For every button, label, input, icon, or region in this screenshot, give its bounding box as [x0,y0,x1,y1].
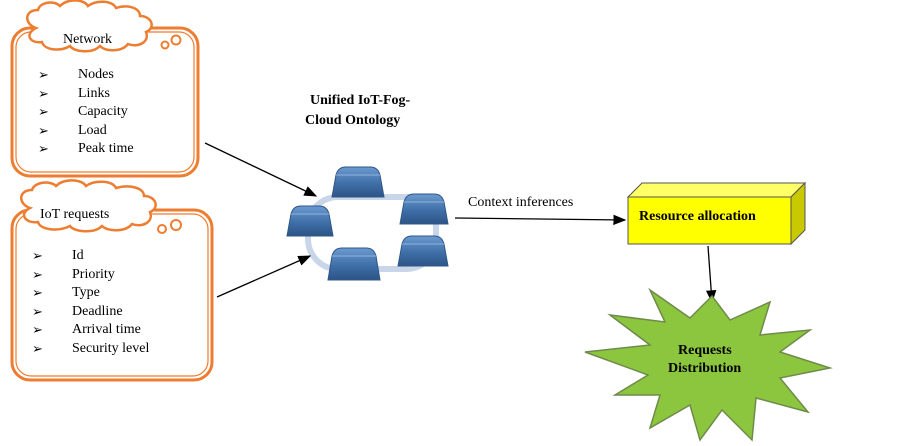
network-list-item: ➢ Load [38,122,134,141]
network-list-item: ➢ Capacity [38,103,134,122]
arrow-bullet-icon: ➢ [38,67,49,82]
iot-item-label: Deadline [72,303,123,319]
ontology-title-line2: Cloud Ontology [305,113,401,128]
iot-list-item: ➢ Security level [32,340,149,359]
network-item-label: Peak time [78,141,134,156]
network-item-label: Capacity [78,104,128,119]
distribution-line1: Requests [678,343,732,358]
iot-list-item: ➢ Id [32,247,149,266]
network-item-label: Load [78,122,107,138]
iot-to-ontology-arrow [216,255,312,298]
arrow-bullet-icon: ➢ [32,248,43,263]
arrow-bullet-icon: ➢ [32,303,43,319]
iot-item-label: Id [72,248,84,263]
resource-allocation-cube [626,181,807,246]
arrow-bullet-icon: ➢ [32,340,43,356]
network-list-item: ➢ Peak time [38,140,134,159]
network-item-label: Nodes [78,67,114,82]
iot-list-item: ➢ Priority [32,266,149,285]
ontology-node [327,247,381,281]
iot-items-list: ➢Id➢Priority➢Type➢Deadline➢Arrival time➢… [32,247,149,358]
iot-list-item: ➢ Arrival time [32,321,149,340]
iot-item-label: Priority [72,266,115,282]
ontology-network-graphic [286,166,449,281]
network-items-list: ➢ Nodes ➢ Links ➢ Capacity ➢ Load ➢ Peak time [38,66,134,159]
arrow-bullet-icon: ➢ [38,141,49,156]
requests-distribution-star [584,287,833,442]
ontology-node [331,166,385,198]
network-title: Network [63,32,112,47]
ontology-node [286,205,334,237]
ontology-to-resource-arrow [454,214,627,226]
arrow-bullet-icon: ➢ [38,85,49,101]
resource-to-distribution-arrow [705,245,717,304]
distribution-line2: Distribution [668,361,742,376]
context-inferences-label: Context inferences [468,195,574,210]
ontology-node [397,235,449,267]
network-item-label: Links [78,85,110,101]
network-to-ontology-arrow [204,142,318,197]
iot-item-label: Type [72,285,100,300]
resource-allocation-label: Resource allocation [639,209,756,224]
iot-list-item: ➢ Deadline [32,303,149,322]
iot-list-item: ➢ Type [32,284,149,303]
arrow-bullet-icon: ➢ [32,322,43,337]
network-list-item: ➢ Links [38,85,134,104]
arrow-bullet-icon: ➢ [38,122,49,138]
ontology-title-line1: Unified IoT-Fog- [310,93,411,108]
iot-item-label: Arrival time [72,322,141,337]
arrow-bullet-icon: ➢ [38,104,49,119]
iot-cloud-shape [20,179,157,233]
network-cloud-shape [26,0,153,53]
network-box [10,0,200,178]
network-list-item: ➢ Nodes [38,66,134,85]
arrow-bullet-icon: ➢ [32,285,43,300]
iot-requests-title: IoT requests [40,207,110,222]
iot-item-label: Security level [72,340,150,356]
ontology-node [399,193,449,225]
arrow-bullet-icon: ➢ [32,266,43,282]
iot-requests-box [10,179,214,382]
